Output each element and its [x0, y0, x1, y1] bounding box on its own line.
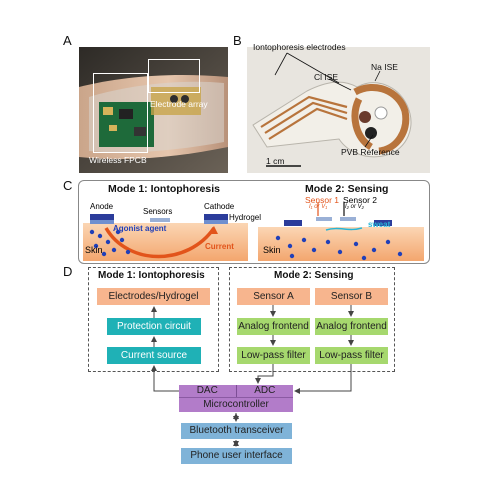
dac-adc-row: DAC ADC	[179, 385, 293, 398]
dac-block: DAC	[179, 385, 237, 397]
panel-c-mode1-title: Mode 1: Iontophoresis	[108, 183, 221, 195]
panel-c-illustration	[83, 202, 424, 261]
analog-frontend-a-block: Analog frontend	[237, 318, 310, 335]
sensor2-label: Sensor 2	[343, 195, 378, 205]
mode1-title: Mode 1: Iontophoresis	[98, 270, 205, 281]
microcontroller-block: Microcontroller	[179, 398, 293, 412]
wireless-fpcb-frame	[93, 73, 148, 153]
cathode-label: Cathode	[204, 202, 235, 211]
bluetooth-block: Bluetooth transceiver	[181, 423, 292, 439]
electrode-array-frame	[148, 59, 200, 93]
na-ise-label: Na ISE	[371, 62, 398, 72]
current-label: Current	[205, 242, 234, 251]
panel-b-pointer-lines	[274, 52, 381, 148]
lowpass-a-block: Low-pass filter	[237, 347, 310, 364]
electrodes-hydrogel-block: Electrodes/Hydrogel	[97, 288, 210, 305]
sensor-b-block: Sensor B	[315, 288, 388, 305]
hydrogel-label: Hydrogel	[229, 213, 262, 222]
adc-block: ADC	[254, 385, 276, 397]
sensor-a-block: Sensor A	[237, 288, 310, 305]
mode2-title: Mode 2: Sensing	[274, 270, 354, 281]
pvb-reference-label: PVB Reference	[341, 147, 400, 157]
phone-interface-block: Phone user interface	[181, 448, 292, 464]
skin-label-mode1: Skin	[85, 245, 103, 255]
cl-ise-label: Cl ISE	[314, 72, 339, 82]
protection-circuit-block: Protection circuit	[107, 318, 201, 335]
sensor1-sub-label: I₁ or V₁	[309, 204, 328, 210]
sensor1-label: Sensor 1	[305, 195, 340, 205]
agonist-agent-label: Agonist agent	[113, 224, 167, 233]
analog-frontend-b-block: Analog frontend	[315, 318, 388, 335]
wireless-fpcb-label: Wireless FPCB	[89, 155, 147, 165]
anode-label: Anode	[90, 202, 114, 211]
panel-label-a: A	[63, 33, 72, 48]
panel-c-mode2-title: Mode 2: Sensing	[305, 183, 389, 195]
electrode-array-label: Electrode array	[150, 99, 208, 109]
sweat-label: sweat	[368, 220, 391, 229]
panel-label-d: D	[63, 264, 73, 279]
current-source-block: Current source	[107, 347, 201, 364]
skin-label-mode2: Skin	[263, 245, 281, 255]
panel-label-b: B	[233, 33, 242, 48]
sensors-label: Sensors	[143, 207, 173, 216]
scale-bar-label: 1 cm	[266, 156, 285, 166]
iontophoresis-electrodes-label: Iontophoresis electrodes	[253, 42, 346, 52]
mode2-group	[229, 267, 395, 372]
lowpass-b-block: Low-pass filter	[315, 347, 388, 364]
sensor2-sub-label: I₂ or V₂	[345, 204, 364, 210]
panel-label-c: C	[63, 178, 73, 193]
